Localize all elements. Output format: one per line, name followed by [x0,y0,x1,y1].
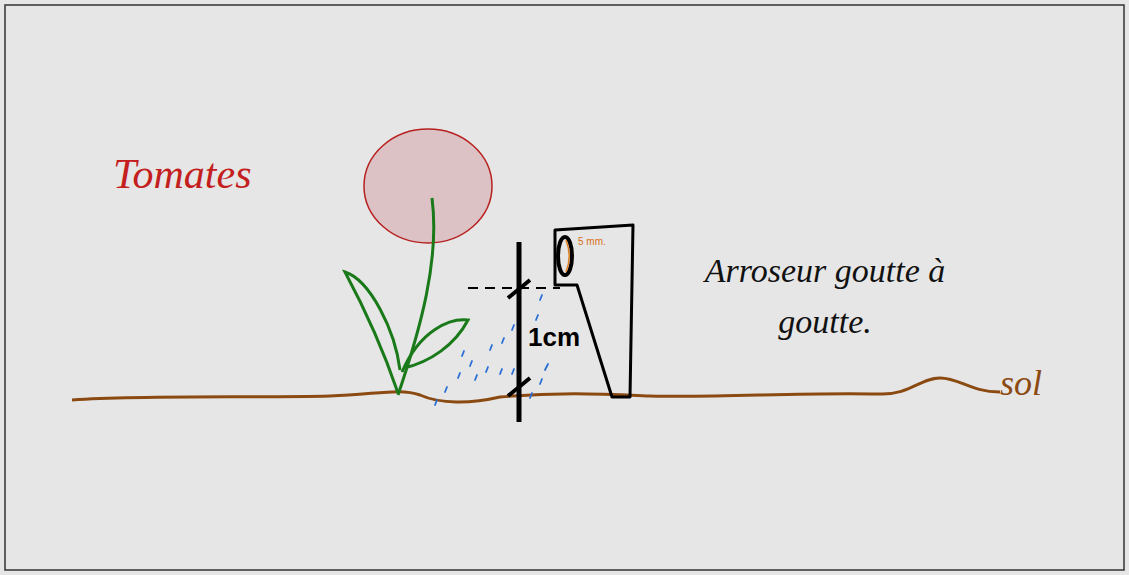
dripper [555,225,633,397]
ground-label: sol [1000,362,1042,404]
leaf [345,272,400,393]
dimension-label: 1cm [528,322,580,353]
outlet-marker [566,240,569,272]
plant-label: Tomates [113,150,252,198]
reference-line [468,287,560,289]
dripper-outlet [558,237,572,275]
frame [5,5,1124,570]
dripper-label: Arroseur goutte à goutte. [665,245,985,347]
diameter-label: 5 mm. [578,236,606,247]
ground-line [72,378,1000,402]
tomato [364,129,492,243]
dimension-tick [508,378,530,396]
leaf [402,320,468,372]
dimension-line [517,242,522,422]
